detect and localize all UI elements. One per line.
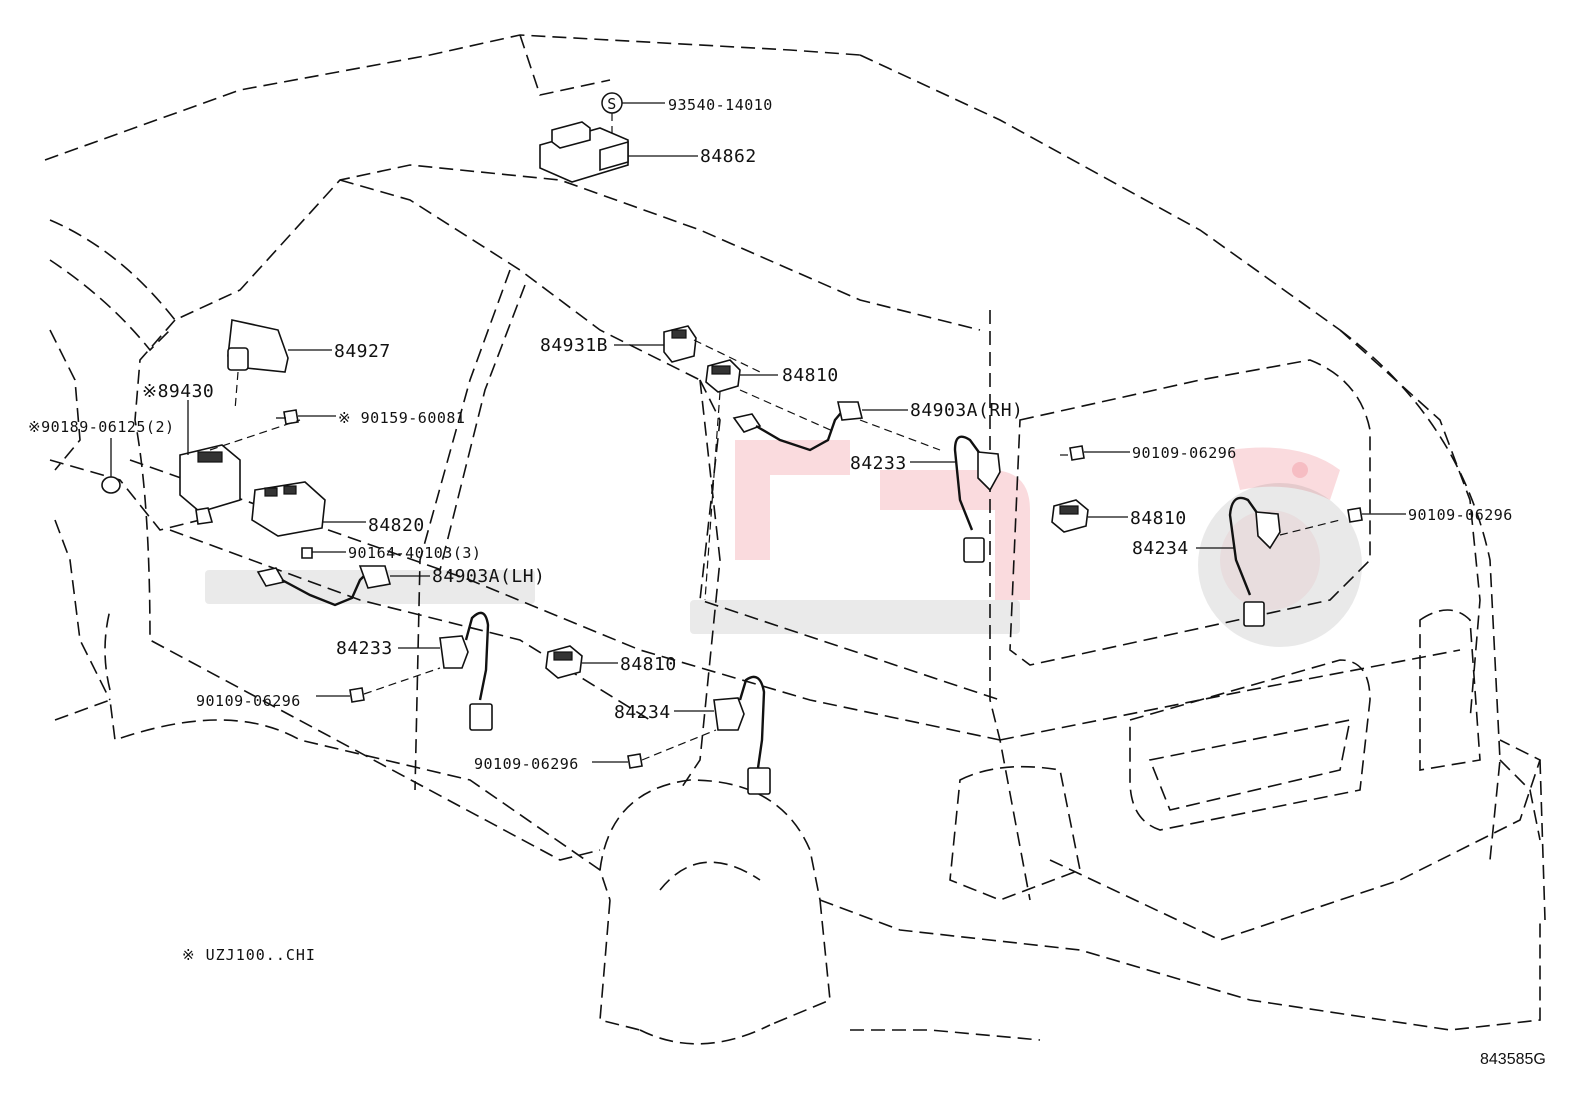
module-84862 (539, 121, 698, 183)
part-label-84810-mid[interactable]: 84810 (620, 654, 677, 675)
ecu-89430 (179, 400, 241, 525)
part-label-84810-right[interactable]: 84810 (1130, 508, 1187, 529)
part-label-84931b[interactable]: 84931B (540, 335, 608, 356)
clip-90109-right-top (1060, 445, 1130, 461)
bolt-90159 (276, 409, 336, 425)
part-label-84233-right[interactable]: 84233 (850, 453, 907, 474)
cable-84234-mid (674, 675, 771, 795)
part-label-90164[interactable]: 90164-40103(3) (348, 544, 481, 562)
part-label-93540[interactable]: 93540-14010 (668, 96, 773, 114)
part-label-84233-left[interactable]: 84233 (336, 638, 393, 659)
part-label-84862[interactable]: 84862 (700, 146, 757, 167)
part-label-89430[interactable]: ※89430 (142, 381, 214, 402)
part-label-84810-top[interactable]: 84810 (782, 365, 839, 386)
part-label-90109-right-top[interactable]: 90109-06296 (1132, 444, 1237, 462)
diagram-code: 843585G (1480, 1051, 1546, 1068)
switch-84810-right (1051, 499, 1128, 533)
vehicle-body-outline (44, 34, 1546, 1045)
clip-90109-left (316, 667, 441, 703)
part-label-84820[interactable]: 84820 (368, 515, 425, 536)
part-label-90109-bottom[interactable]: 90109-06296 (474, 755, 579, 773)
cable-84233-left (398, 611, 493, 731)
s-mark-label: S (607, 95, 617, 113)
part-label-84903a-lh[interactable]: 84903A(LH) (432, 566, 545, 587)
switch-84810-top (705, 359, 778, 393)
part-label-84903a-rh[interactable]: 84903A(RH) (910, 400, 1023, 421)
footnote-model-note: ※ UZJ100..CHI (182, 946, 316, 964)
part-label-90109-right[interactable]: 90109-06296 (1408, 506, 1513, 524)
harness-84903a-lh (256, 565, 430, 607)
sensor-84927 (227, 319, 332, 411)
clip-90109-right (1347, 507, 1406, 523)
clip-90109-bottom (592, 729, 717, 769)
grommet-90189 (101, 438, 121, 494)
screw-90164 (301, 547, 346, 559)
cable-84233-right (910, 435, 1001, 563)
part-label-90109-left[interactable]: 90109-06296 (196, 692, 301, 710)
cable-84234-right (1196, 496, 1341, 627)
switch-84820 (251, 481, 366, 537)
part-label-84234-mid[interactable]: 84234 (614, 702, 671, 723)
part-label-84927[interactable]: 84927 (334, 341, 391, 362)
switch-84810-mid (545, 645, 618, 679)
part-label-84234-right[interactable]: 84234 (1132, 538, 1189, 559)
harness-84903a-rh (732, 401, 908, 452)
switch-84931b (614, 325, 697, 363)
part-label-90189[interactable]: ※90189-06125(2) (28, 418, 175, 436)
part-label-90159[interactable]: ※ 90159-60081 (338, 409, 465, 427)
clip-93540-symbol: S (601, 92, 665, 140)
connection-lines (209, 339, 941, 601)
